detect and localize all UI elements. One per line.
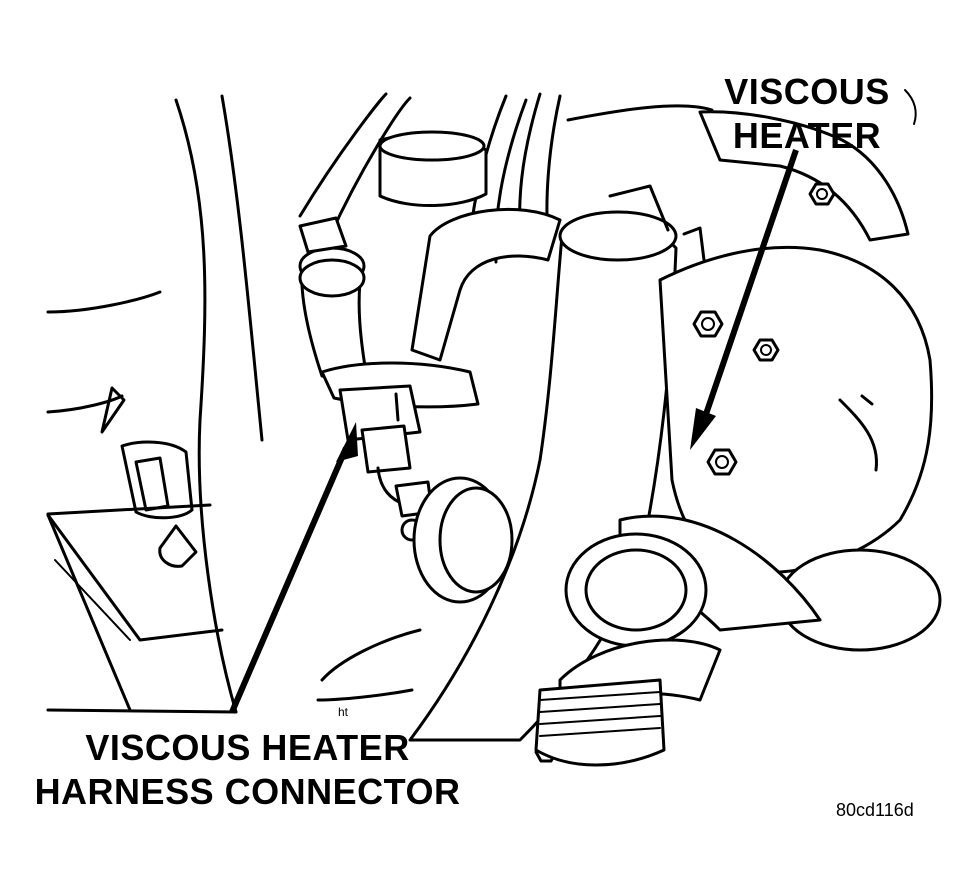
lower-bracket (316, 628, 422, 702)
callout-harness-connector-line-2: HARNESS CONNECTOR (34, 771, 461, 812)
heater-hose-left (298, 207, 562, 409)
upper-hoses (298, 92, 714, 264)
callout-viscous-heater-line-2: HEATER (732, 115, 882, 156)
figure-code: 80cd116d (836, 800, 914, 820)
tiny-mark: ht (338, 705, 349, 719)
callout-harness-connector-line-1: VISCOUS HEATER (85, 727, 410, 768)
belt-and-pulleys (534, 514, 822, 767)
callout-harness-connector: VISCOUS HEATER HARNESS CONNECTOR (30, 726, 465, 814)
callout-viscous-heater: VISCOUS HEATER (712, 70, 902, 158)
idler-pulley (412, 476, 514, 604)
body-pillar (174, 94, 264, 714)
callout-viscous-heater-line-1: VISCOUS (724, 71, 890, 112)
harness-clip (120, 440, 198, 568)
leader-harness-connector (229, 422, 358, 714)
leader-viscous-heater (690, 149, 799, 450)
left-body-panel (46, 290, 238, 714)
viscous-heater-body (658, 89, 942, 652)
